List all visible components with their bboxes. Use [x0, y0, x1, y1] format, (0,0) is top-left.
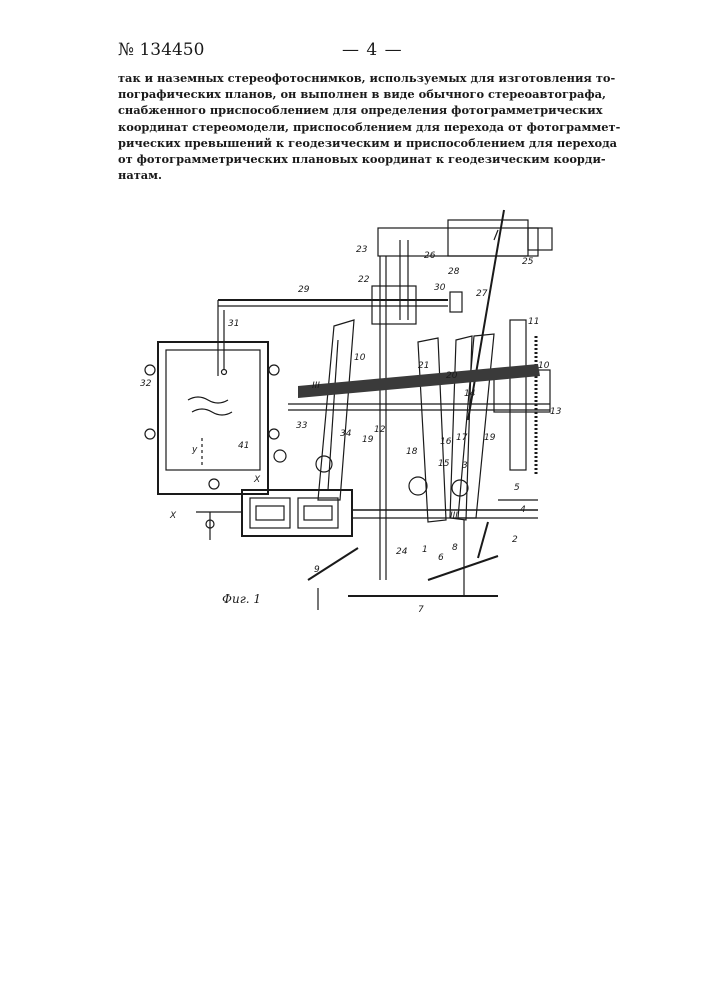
- figure-label: 3: [462, 461, 468, 471]
- figure-label: III: [312, 381, 320, 391]
- figure-label: 28: [448, 267, 460, 277]
- figure-label: 31: [228, 319, 239, 329]
- figure-label: 7: [418, 605, 424, 615]
- figure-label: 10: [538, 361, 550, 371]
- patent-number: № 134450: [118, 40, 204, 60]
- figure-caption: Фиг. 1: [222, 592, 261, 606]
- figure-label: 27: [476, 289, 488, 299]
- figure-label: 30: [434, 283, 446, 293]
- figure-label: X: [253, 475, 261, 485]
- page-header: № 134450 — 4 —: [0, 40, 707, 66]
- figure-label: 29: [298, 285, 310, 295]
- figure-label: 23: [356, 245, 368, 255]
- figure-label: 32: [140, 379, 152, 389]
- figure-label: 12: [374, 425, 386, 435]
- body-line: координат стереомодели, приспособлением …: [118, 119, 570, 135]
- figure-label: 26: [424, 251, 436, 261]
- figure-label: 20: [446, 371, 458, 381]
- figure-label: 13: [550, 407, 562, 417]
- body-line: так и наземных стереофотоснимков, исполь…: [118, 70, 570, 86]
- figure-label: 19: [484, 433, 496, 443]
- figure-label: 5: [514, 483, 520, 493]
- body-line: пографических планов, он выполнен в виде…: [118, 86, 570, 102]
- figure-label: y: [191, 445, 198, 455]
- figure-label: 18: [406, 447, 418, 457]
- technical-drawing: 1 2 3 4 5 6 7 8 9 10 10 11 12 13 14 15 1…: [118, 200, 570, 650]
- body-line: рических превышений к геодезическим и пр…: [118, 135, 570, 151]
- figure-label: 10: [354, 353, 366, 363]
- figure-label: 34: [340, 429, 352, 439]
- body-line: снабженного приспособлением для определе…: [118, 102, 570, 118]
- figure-label: 11: [528, 317, 539, 327]
- page-number: — 4 —: [342, 40, 403, 60]
- body-line: от фотограмметрических плановых координа…: [118, 151, 570, 167]
- figure-label: 41: [238, 441, 249, 451]
- figure-label: 6: [438, 553, 444, 563]
- figure-label: 15: [438, 459, 450, 469]
- figure-label: 8: [452, 543, 458, 553]
- stereoautograph-drawing: 1 2 3 4 5 6 7 8 9 10 10 11 12 13 14 15 1…: [118, 200, 570, 650]
- figure-label: 22: [358, 275, 370, 285]
- figure-label: III: [450, 511, 458, 521]
- body-paragraph: так и наземных стереофотоснимков, исполь…: [118, 70, 570, 183]
- figure-label: 21: [418, 361, 429, 371]
- figure-label: 14: [464, 389, 476, 399]
- figure-label: X: [169, 511, 177, 521]
- figure-label: 4: [520, 505, 526, 515]
- figure-label: 24: [396, 547, 408, 557]
- figure-label: 17: [456, 433, 468, 443]
- figure-label: 1: [422, 545, 428, 555]
- figure-label: 33: [296, 421, 308, 431]
- figure-label: 25: [522, 257, 534, 267]
- body-line: натам.: [118, 167, 570, 183]
- figure-label: 19: [362, 435, 374, 445]
- figure-label: 2: [512, 535, 518, 545]
- figure-label: 9: [314, 565, 320, 575]
- figure-label: 16: [440, 437, 452, 447]
